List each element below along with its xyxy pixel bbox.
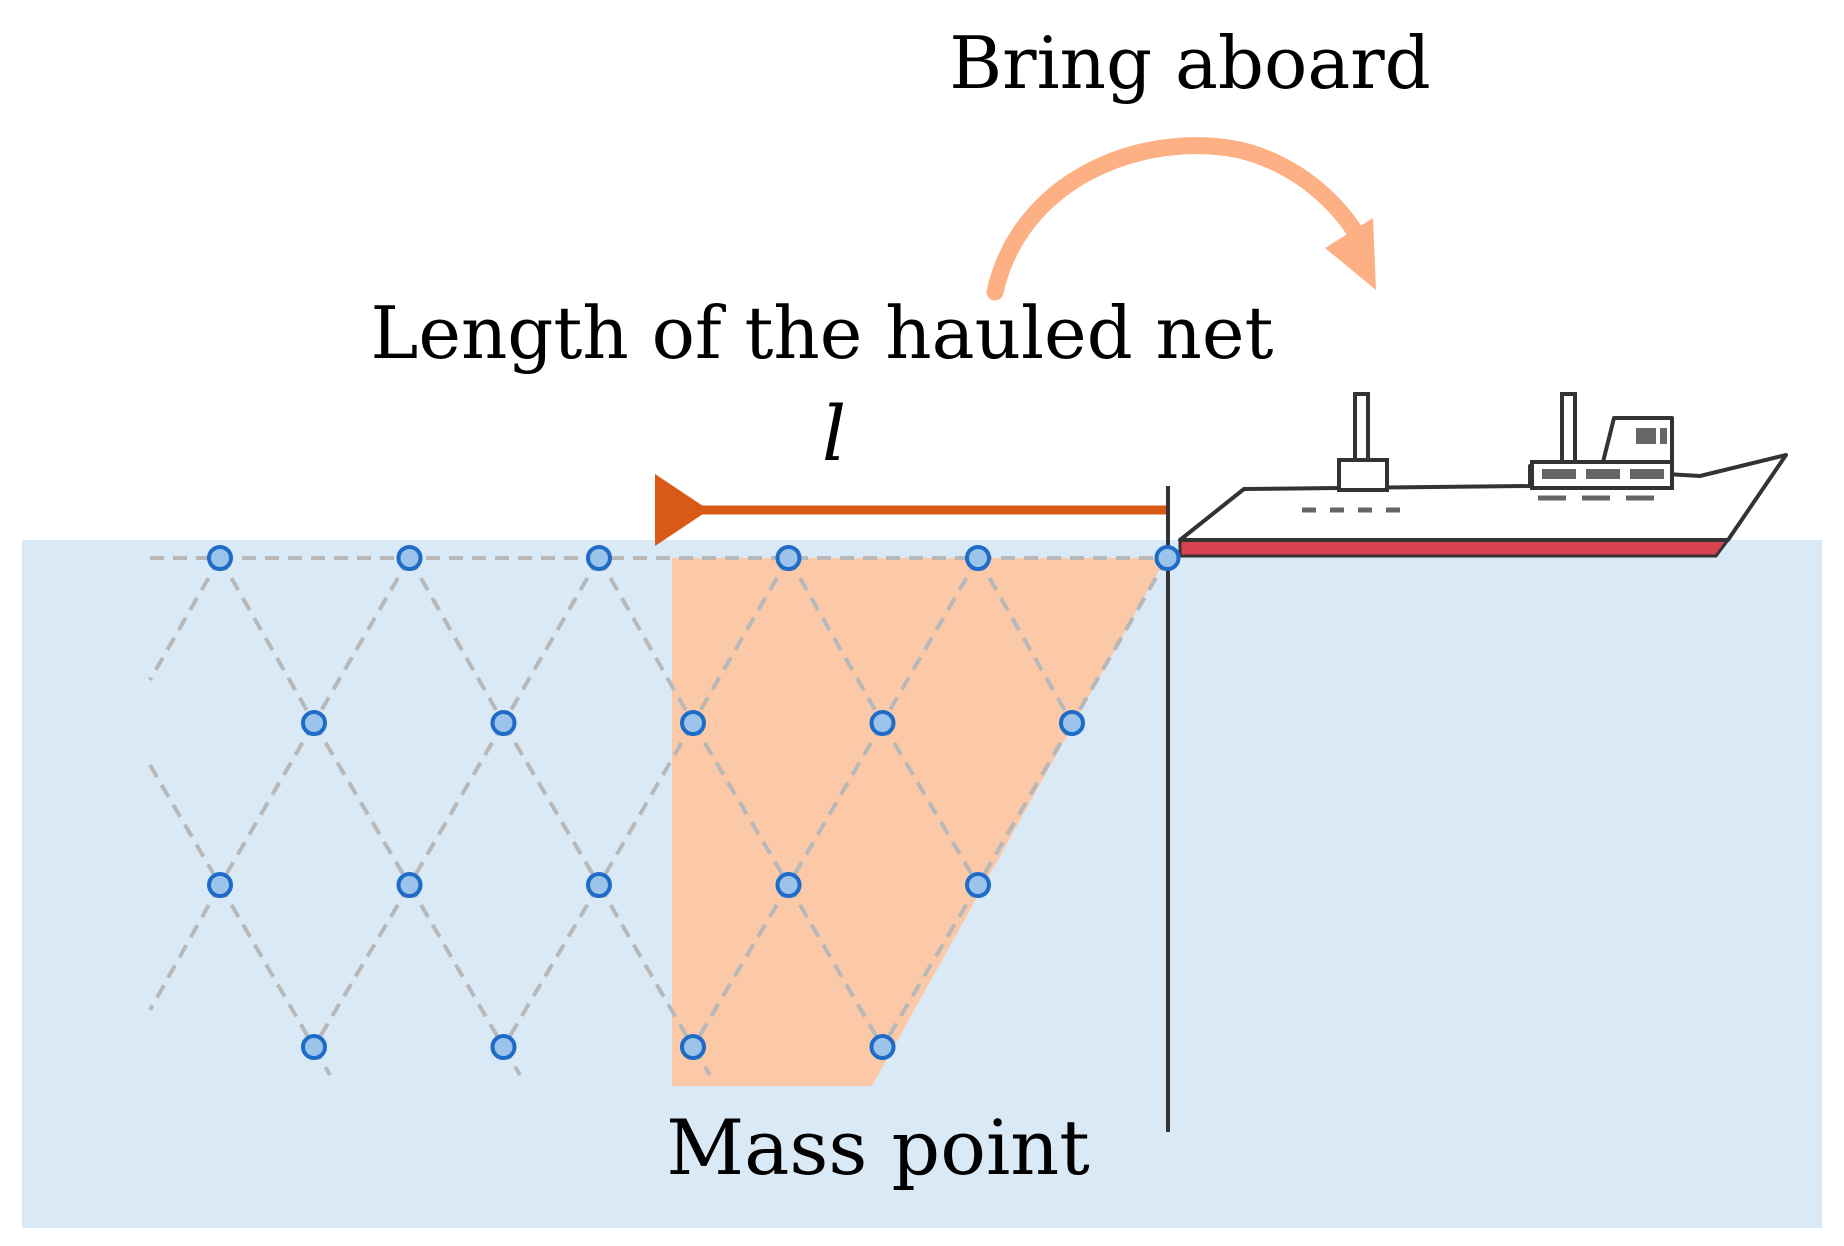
net-twine-segment: [148, 557, 222, 681]
net-twine-segment: [312, 556, 412, 725]
mass-point-node: [1154, 545, 1181, 571]
mass-point-node: [775, 545, 802, 571]
fishing-vessel-icon: [1178, 392, 1788, 558]
hauled-length-label: Length of the hauled net: [371, 291, 1274, 375]
vessel-hull-waterline: [1178, 538, 1731, 558]
mass-point-node: [396, 872, 423, 898]
mass-point-node: [490, 710, 517, 736]
net-twine-segment: [407, 557, 506, 724]
net-twine-segment: [691, 721, 791, 887]
vessel-mast: [1353, 392, 1370, 462]
net-twine-segment: [218, 557, 316, 724]
mass-points: [207, 545, 1181, 1060]
net-twine-segment: [597, 883, 695, 1049]
net-twine-segment: [218, 721, 316, 887]
mass-point-node: [869, 1034, 896, 1060]
net-twine-segment: [312, 721, 412, 887]
mass-point-node: [965, 545, 991, 571]
vessel-deck-box: [1337, 458, 1389, 492]
net-twine-segment: [976, 721, 1074, 887]
length-symbol: l: [822, 389, 846, 478]
net-twine-segment: [786, 721, 885, 887]
mass-point-node: [1059, 710, 1085, 736]
mass-point-node: [396, 545, 423, 571]
mass-point-label: Mass point: [666, 1103, 1090, 1192]
net-twine-segment: [218, 883, 316, 1049]
net-twine-segment: [880, 556, 980, 725]
net-twine-segment: [312, 883, 412, 1049]
mass-point-node: [775, 872, 802, 898]
net-twine-segment: [148, 884, 222, 1011]
mass-point-node: [965, 872, 991, 898]
net-twine-segment: [407, 721, 506, 887]
net-twine-segment: [691, 883, 791, 1049]
mass-point-node: [680, 710, 706, 736]
mass-point-node: [207, 545, 233, 571]
net-twine-segment: [880, 721, 980, 887]
net-twine-segment: [1070, 556, 1170, 725]
net-twine-segment: [976, 557, 1074, 724]
vessel-mast: [1560, 392, 1577, 466]
mass-point-node: [586, 545, 612, 571]
net-twine-segment: [597, 721, 695, 887]
net-twine-segment: [407, 883, 506, 1049]
net-twine: [148, 556, 1170, 1077]
net-twine-segment: [691, 556, 791, 725]
mass-point-node: [301, 710, 327, 736]
net-twine-segment: [501, 883, 601, 1049]
mass-point-node: [869, 710, 896, 736]
net-twine-segment: [786, 883, 885, 1049]
net-twine-segment: [501, 721, 601, 887]
mass-point-node: [680, 1034, 706, 1060]
net-twine-segment: [501, 556, 601, 725]
hauled-net-region: [672, 558, 1166, 1086]
bring-aboard-arrow: [986, 137, 1376, 301]
net-twine-segment: [880, 883, 980, 1049]
mass-point-node: [490, 1034, 517, 1060]
net-twine-segment: [597, 557, 695, 724]
vessel-hull: [1178, 453, 1788, 542]
mass-point-node: [301, 1034, 327, 1060]
net-twine-segment: [148, 763, 222, 887]
net-twine-segment: [786, 557, 885, 724]
bring-aboard-label: Bring aboard: [949, 21, 1431, 105]
mass-point-node: [207, 872, 233, 898]
mass-point-node: [586, 872, 612, 898]
